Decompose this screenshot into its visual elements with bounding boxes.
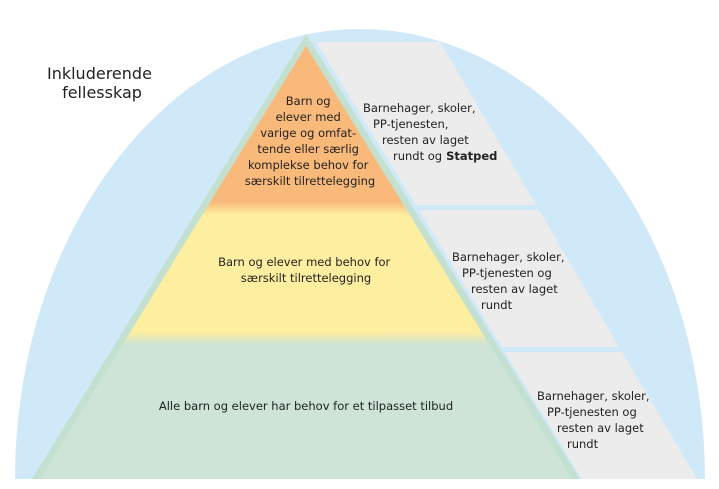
level-bottom-text: Alle barn og elever har behov for et til… [159,399,453,413]
support-middle-text: Barnehager, skoler, PP-tjenesten og rest… [452,250,568,312]
support-panel-bottom [505,352,697,479]
level-middle-text: Barn og elever med behov for særskilt ti… [218,255,394,285]
support-panel-top [316,42,536,205]
dome-title: Inkluderende fellesskap [47,64,157,102]
pyramid [40,46,572,479]
support-bottom-text: Barnehager, skoler, PP-tjenesten og rest… [537,389,653,451]
statped-label: Statped [442,149,497,163]
support-top-text: Barnehager, skoler, PP-tjenesten, resten… [363,101,497,163]
support-panel-middle [419,210,619,347]
level-top-text: Barn og elever med varige og omfat- tend… [245,94,375,188]
